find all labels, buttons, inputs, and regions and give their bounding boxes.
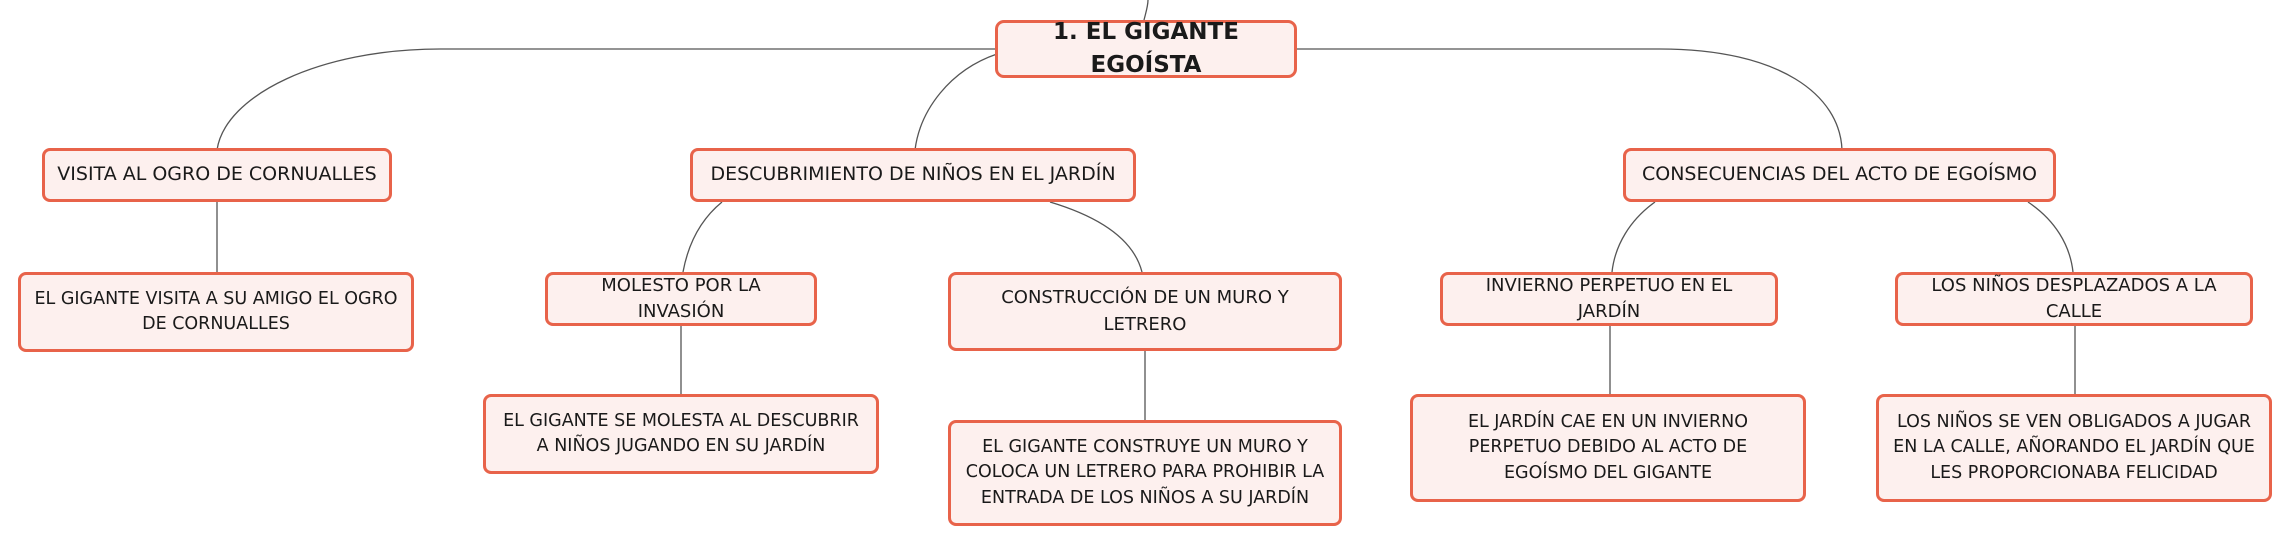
- leaf-molesto-label: EL GIGANTE SE MOLESTA AL DESCUBRIR A NIÑ…: [503, 410, 859, 456]
- connector-root-parent: [1143, 0, 1149, 21]
- topic-descubrimiento[interactable]: DESCUBRIMIENTO DE NIÑOS EN EL JARDÍN: [690, 148, 1136, 202]
- leaf-visita-label: EL GIGANTE VISITA A SU AMIGO EL OGRO DE …: [34, 288, 398, 334]
- leaf-ninos[interactable]: LOS NIÑOS SE VEN OBLIGADOS A JUGAR EN LA…: [1876, 394, 2272, 502]
- subtopic-invierno-label: INVIERNO PERPETUO EN EL JARDÍN: [1485, 274, 1733, 322]
- leaf-construccion-label: EL GIGANTE CONSTRUYE UN MURO Y COLOCA UN…: [965, 436, 1325, 508]
- topic-visita-label: VISITA AL OGRO DE CORNUALLES: [57, 163, 377, 186]
- root-topic[interactable]: 1. EL GIGANTE EGOÍSTA: [995, 19, 1297, 78]
- subtopic-ninos-label: LOS NIÑOS DESPLAZADOS A LA CALLE: [1931, 274, 2217, 322]
- connector-consecuencias-ninos: [2027, 201, 2074, 273]
- subtopic-ninos[interactable]: LOS NIÑOS DESPLAZADOS A LA CALLE: [1895, 272, 2253, 326]
- subtopic-molesto[interactable]: MOLESTO POR LA INVASIÓN: [545, 272, 817, 326]
- connector-root-descubrimiento: [914, 53, 998, 151]
- leaf-construccion[interactable]: EL GIGANTE CONSTRUYE UN MURO Y COLOCA UN…: [948, 420, 1342, 526]
- leaf-molesto[interactable]: EL GIGANTE SE MOLESTA AL DESCUBRIR A NIÑ…: [483, 394, 879, 474]
- subtopic-construccion-label: CONSTRUCCIÓN DE UN MURO Y LETRERO: [1001, 287, 1289, 335]
- topic-consecuencias-label: CONSECUENCIAS DEL ACTO DE EGOÍSMO: [1641, 163, 2038, 186]
- topic-visita[interactable]: VISITA AL OGRO DE CORNUALLES: [42, 148, 392, 202]
- connector-descubrimiento-molesto: [682, 201, 723, 273]
- subtopic-construccion[interactable]: CONSTRUCCIÓN DE UN MURO Y LETRERO: [948, 272, 1342, 351]
- topic-descubrimiento-label: DESCUBRIMIENTO DE NIÑOS EN EL JARDÍN: [710, 163, 1116, 186]
- subtopic-invierno[interactable]: INVIERNO PERPETUO EN EL JARDÍN: [1440, 272, 1778, 326]
- leaf-ninos-label: LOS NIÑOS SE VEN OBLIGADOS A JUGAR EN LA…: [1893, 411, 2255, 483]
- topic-consecuencias[interactable]: CONSECUENCIAS DEL ACTO DE EGOÍSMO: [1623, 148, 2056, 202]
- leaf-visita[interactable]: EL GIGANTE VISITA A SU AMIGO EL OGRO DE …: [18, 272, 414, 352]
- root-topic-label: 1. EL GIGANTE EGOÍSTA: [1053, 18, 1239, 78]
- leaf-invierno-label: EL JARDÍN CAE EN UN INVIERNO PERPETUO DE…: [1467, 411, 1749, 483]
- leaf-invierno[interactable]: EL JARDÍN CAE EN UN INVIERNO PERPETUO DE…: [1410, 394, 1806, 502]
- connector-root-consecuencias: [1295, 48, 1843, 151]
- connector-consecuencias-invierno: [1611, 201, 1656, 273]
- subtopic-molesto-label: MOLESTO POR LA INVASIÓN: [601, 274, 761, 322]
- connector-descubrimiento-construccion: [1049, 201, 1143, 273]
- connector-root-visita: [216, 48, 997, 151]
